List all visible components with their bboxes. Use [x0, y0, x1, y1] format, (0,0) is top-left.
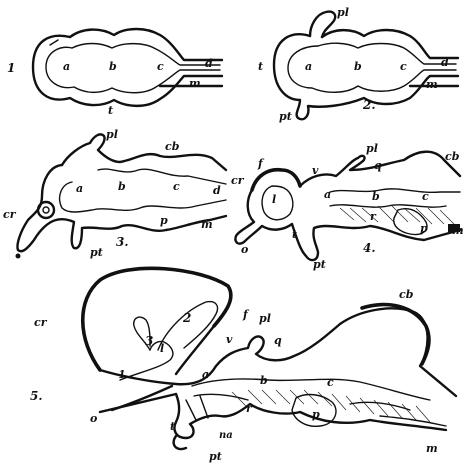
fig4-label-t: t	[292, 228, 297, 241]
fig4-number: 4.	[363, 241, 376, 255]
fig3-label-cr: cr	[3, 208, 17, 221]
fig3-label-p: p	[160, 214, 168, 227]
fig3-label-a: a	[76, 182, 83, 195]
fig5-label-pl: pl	[259, 312, 271, 325]
fig4-label-c: c	[422, 190, 429, 203]
fig3-label-cb: cb	[165, 140, 180, 153]
fig5-number: 5.	[30, 389, 43, 403]
fig5-label-2: 2	[182, 311, 191, 325]
fig5-label-na: na	[219, 430, 233, 441]
fig2-label-m: m	[426, 78, 438, 91]
fig3-label-b: b	[118, 180, 126, 193]
fig5-label-1: 1	[118, 368, 126, 381]
fig5-label-t: t	[170, 420, 175, 433]
fig1-label-m: m	[189, 77, 201, 90]
fig5-label-cr: cr	[34, 316, 48, 329]
fig4-label-f: f	[257, 157, 265, 170]
fig5-label-q: q	[274, 334, 282, 347]
fig1-label-t: t	[108, 104, 113, 117]
fig5-label-l: l	[160, 342, 164, 355]
fig1-number: 1	[7, 61, 15, 75]
fig4-label-o: o	[241, 243, 248, 256]
fig5-label-pt: pt	[209, 450, 222, 463]
fig4-label-m: m	[452, 224, 464, 237]
fig4-label-p: p	[420, 222, 428, 235]
fig3-label-c: c	[173, 180, 180, 193]
fig1-label-a: a	[63, 60, 70, 73]
fig4-label-v: v	[312, 164, 319, 177]
fig5-label-o: o	[90, 412, 97, 425]
fig2-number: 2.	[362, 98, 376, 112]
fig5-label-m: m	[426, 442, 438, 455]
fig4-label-a: a	[324, 188, 331, 201]
fig5-label-f: f	[242, 308, 250, 321]
fig2-label-c: c	[400, 60, 407, 73]
fig2-label-d: d	[441, 56, 449, 69]
fig5-label-cb: cb	[399, 288, 414, 301]
fig5-label-v: v	[226, 333, 233, 346]
fig3-label-d: d	[213, 184, 221, 197]
fig1-label-d: d	[205, 57, 213, 70]
fig4-label-pt: pt	[313, 258, 326, 271]
fig3-label-pl: pl	[106, 128, 118, 141]
fig3-label-pt: pt	[90, 246, 103, 259]
fig3-number: 3.	[116, 235, 129, 249]
fig5-label-b: b	[260, 374, 268, 387]
fig4-label-b: b	[372, 190, 380, 203]
fig4-label-cb: cb	[445, 150, 460, 163]
fig2-label-pl: pl	[337, 6, 349, 19]
fig4-label-l: l	[272, 193, 276, 206]
fig1-label-c: c	[157, 60, 164, 73]
fig2-label-a: a	[305, 60, 312, 73]
fig3-label-m: m	[201, 218, 213, 231]
fig4-label-cr: cr	[231, 174, 245, 187]
fig2-label-b: b	[354, 60, 362, 73]
fig5-label-p: p	[312, 408, 320, 421]
fig1-drawing	[33, 29, 222, 106]
fig5-label-c: c	[327, 376, 334, 389]
fig4-drawing	[235, 152, 460, 260]
fig4-label-q: q	[374, 159, 382, 172]
fig4-label-pl: pl	[366, 142, 378, 155]
fig1-label-b: b	[109, 60, 117, 73]
fig5-label-a: a	[202, 368, 209, 381]
fig5-label-3: 3	[145, 334, 153, 348]
fig2-label-t: t	[258, 60, 263, 73]
fig4-label-r: r	[370, 210, 377, 223]
fig2-label-pt: pt	[279, 110, 292, 123]
